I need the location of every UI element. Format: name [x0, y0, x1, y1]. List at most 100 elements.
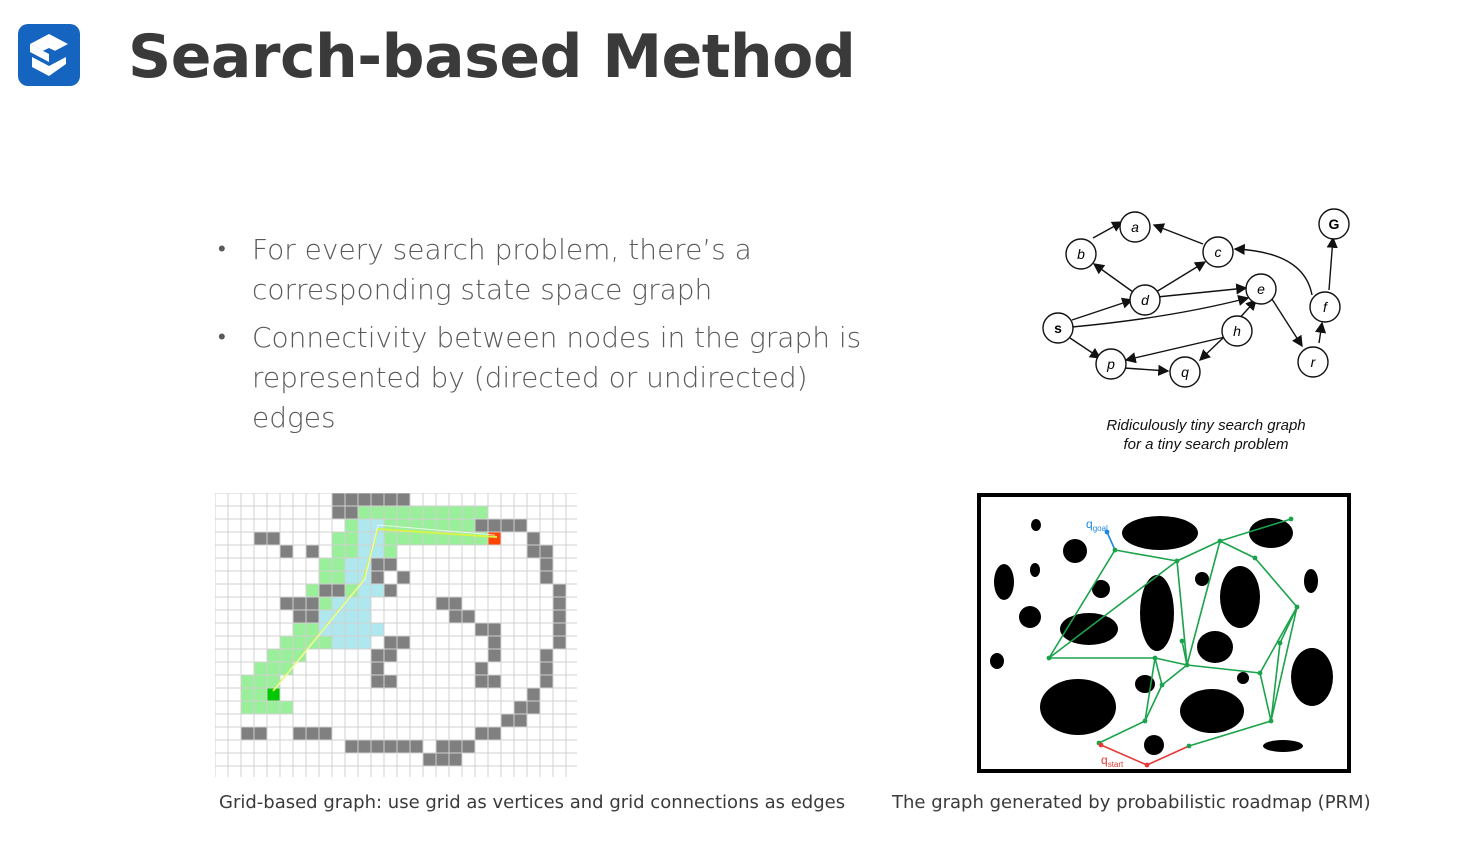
grid-open-cell — [332, 558, 345, 571]
graph-node: G — [1318, 208, 1350, 240]
prm-node — [1277, 640, 1283, 646]
grid-wall-cell — [462, 740, 475, 753]
grid-open-cell — [423, 532, 436, 545]
grid-wall-cell — [488, 727, 501, 740]
graph-node: d — [1129, 284, 1161, 316]
grid-wall-cell — [540, 675, 553, 688]
grid-wall-cell — [540, 571, 553, 584]
search-graph-caption: Ridiculously tiny search graph for a tin… — [1070, 416, 1342, 454]
grid-wall-cell — [345, 493, 358, 506]
grid-wall-cell — [462, 610, 475, 623]
caption-line: Ridiculously tiny search graph — [1106, 417, 1306, 434]
graph-node: b — [1065, 238, 1097, 270]
grid-wall-cell — [332, 584, 345, 597]
grid-wall-cell — [501, 519, 514, 532]
grid-wall-cell — [449, 740, 462, 753]
grid-visited-cell — [358, 545, 371, 558]
grid-wall-cell — [384, 558, 397, 571]
prm-edge — [1259, 606, 1298, 674]
grid-open-cell — [319, 597, 332, 610]
svg-text:b: b — [1077, 246, 1085, 262]
prm-node — [1174, 558, 1180, 564]
prm-node — [1112, 547, 1118, 553]
prm-edge — [1188, 720, 1272, 747]
grid-open-cell — [345, 545, 358, 558]
prm-node — [1098, 742, 1104, 748]
grid-open-cell — [293, 649, 306, 662]
bullet-item: For every search problem, there’s a corr… — [218, 230, 898, 310]
caption-line: for a tiny search problem — [1123, 436, 1289, 453]
grid-wall-cell — [540, 558, 553, 571]
grid-visited-cell — [358, 636, 371, 649]
grid-wall-cell — [306, 545, 319, 558]
grid-open-cell — [267, 675, 280, 688]
grid-visited-cell — [371, 584, 384, 597]
grid-open-cell — [475, 506, 488, 519]
grid-open-cell — [410, 532, 423, 545]
grid-visited-cell — [319, 610, 332, 623]
graph-node: a — [1119, 211, 1151, 243]
prm-edges — [1048, 518, 1298, 766]
grid-wall-cell — [306, 610, 319, 623]
grid-open-cell — [319, 558, 332, 571]
grid-wall-cell — [501, 714, 514, 727]
grid-open-cell — [319, 571, 332, 584]
grid-wall-cell — [397, 571, 410, 584]
prm-node — [1184, 662, 1190, 668]
grid-wall-cell — [397, 740, 410, 753]
svg-text:p: p — [1106, 356, 1115, 372]
grid-open-cell — [306, 584, 319, 597]
grid-wall-cell — [371, 740, 384, 753]
graph-node: r — [1297, 346, 1329, 378]
prm-node — [1186, 743, 1192, 749]
grid-open-cell — [293, 623, 306, 636]
grid-wall-cell — [514, 519, 527, 532]
grid-open-cell — [358, 506, 371, 519]
grid-open-cell — [462, 506, 475, 519]
prm-edge — [1219, 540, 1256, 559]
prm-node — [1288, 516, 1294, 522]
grid-open-cell — [332, 545, 345, 558]
grid-visited-cell — [358, 610, 371, 623]
svg-text:c: c — [1215, 244, 1222, 260]
grid-wall-cell — [384, 584, 397, 597]
prm-goal-edge — [1106, 531, 1116, 551]
grid-open-cell — [436, 519, 449, 532]
grid-wall-cell — [475, 675, 488, 688]
grid-cells — [241, 493, 566, 766]
grid-wall-cell — [475, 662, 488, 675]
grid-open-cell — [345, 532, 358, 545]
grid-wall-cell — [384, 649, 397, 662]
grid-visited-cell — [332, 623, 345, 636]
grid-wall-cell — [384, 740, 397, 753]
prm-node — [1257, 670, 1263, 676]
prm-caption: The graph generated by probabilistic roa… — [892, 792, 1371, 813]
svg-text:e: e — [1257, 281, 1265, 297]
graph-node: p — [1095, 348, 1127, 380]
prm-edge — [1186, 540, 1221, 666]
grid-open-cell — [462, 519, 475, 532]
grid-open-cell — [280, 701, 293, 714]
grid-wall-cell — [280, 545, 293, 558]
grid-wall-cell — [540, 545, 553, 558]
grid-open-cell — [345, 584, 358, 597]
grid-wall-cell — [553, 597, 566, 610]
grid-wall-cell — [293, 610, 306, 623]
grid-wall-cell — [371, 571, 384, 584]
grid-wall-cell — [449, 610, 462, 623]
grid-visited-cell — [371, 623, 384, 636]
prm-edge — [1154, 657, 1163, 686]
grid-open-cell — [241, 688, 254, 701]
prm-node — [1159, 682, 1165, 688]
grid-wall-cell — [345, 506, 358, 519]
grid-wall-cell — [371, 675, 384, 688]
grid-wall-cell — [553, 584, 566, 597]
grid-open-cell — [332, 571, 345, 584]
grid-open-cell — [436, 532, 449, 545]
prm-edge — [1114, 549, 1178, 562]
grid-open-cell — [241, 701, 254, 714]
graph-node: h — [1221, 315, 1253, 347]
grid-wall-cell — [423, 753, 436, 766]
grid-visited-cell — [332, 597, 345, 610]
prm-node — [1142, 718, 1148, 724]
